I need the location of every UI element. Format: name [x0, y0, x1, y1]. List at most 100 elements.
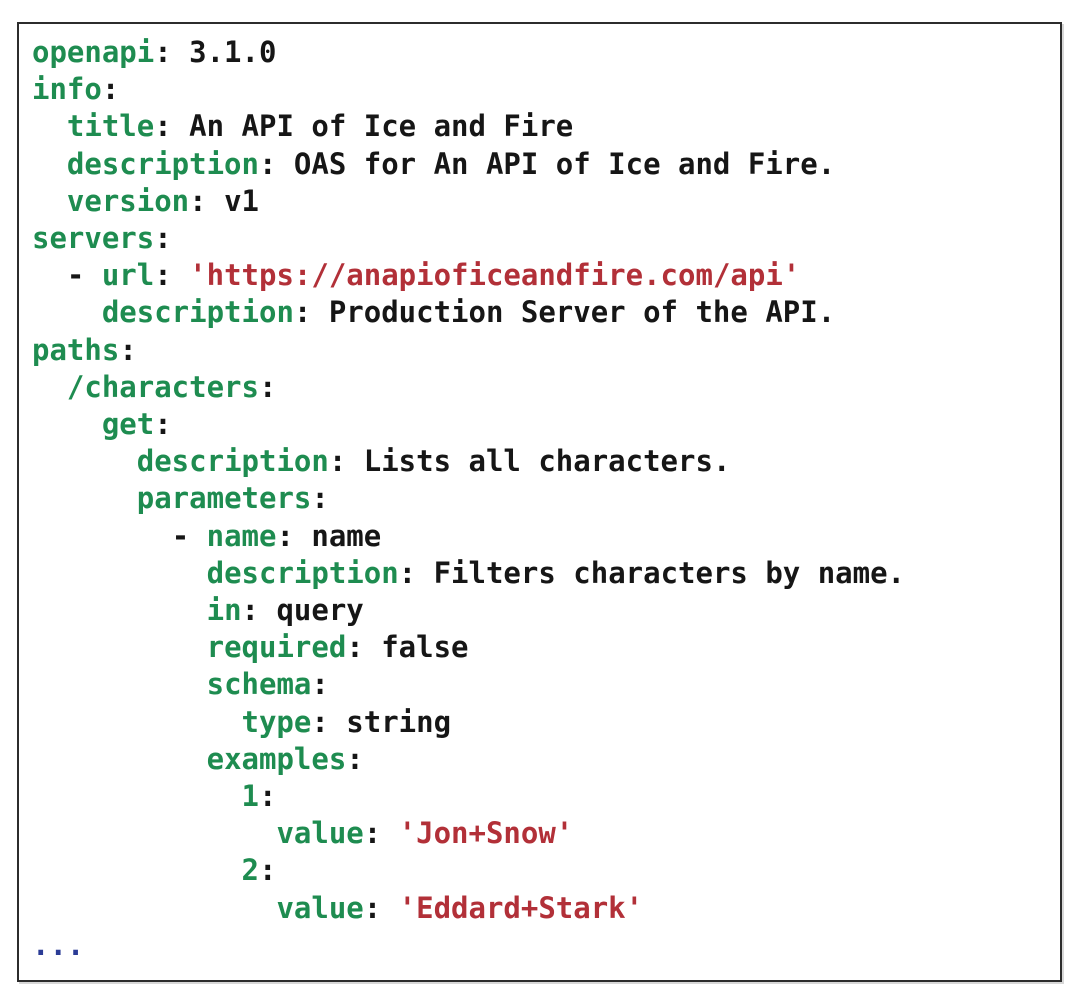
code-line: value: 'Jon+Snow': [32, 815, 1054, 852]
code-line: - url: 'https://anapioficeandfire.com/ap…: [32, 257, 1054, 294]
yaml-key: info: [32, 72, 102, 107]
yaml-value: false: [381, 630, 469, 665]
indent: [32, 891, 276, 925]
code-line: - name: name: [32, 518, 1054, 555]
code-line: description: OAS for An API of Ice and F…: [32, 146, 1054, 183]
yaml-value: string: [346, 704, 452, 739]
yaml-key: required: [206, 630, 347, 665]
yaml-value: An API of Ice and Fire: [189, 109, 574, 144]
yaml-key: title: [66, 109, 155, 144]
code-line: servers:: [32, 220, 1054, 257]
code-line: type: string: [32, 704, 1054, 741]
yaml-string: 'Eddard+Stark': [398, 890, 644, 925]
code-line: description: Lists all characters.: [32, 443, 1054, 480]
yaml-key: description: [136, 444, 329, 479]
yaml-value: Production Server of the API.: [328, 295, 836, 330]
punctuation: :: [363, 890, 399, 925]
indent: [32, 295, 102, 329]
indent: [32, 481, 137, 515]
code-line: ...: [32, 927, 1054, 964]
indent: [32, 407, 102, 441]
yaml-key: paths: [32, 332, 120, 367]
indent: [32, 816, 276, 850]
yaml-key: servers: [32, 221, 155, 256]
punctuation: :: [311, 704, 347, 739]
code-line: paths:: [32, 332, 1054, 369]
punctuation: :: [258, 369, 277, 404]
yaml-key: type: [241, 704, 312, 739]
yaml-key: examples: [206, 741, 347, 776]
punctuation: :: [258, 853, 277, 888]
indent: [32, 370, 67, 404]
punctuation: :: [154, 35, 190, 69]
punctuation: :: [346, 741, 364, 776]
indent: [32, 742, 207, 776]
yaml-key: url: [101, 258, 155, 293]
punctuation: :: [154, 221, 172, 256]
punctuation: :: [241, 593, 277, 628]
indent: [32, 258, 67, 292]
code-line: examples:: [32, 741, 1054, 778]
indent: [32, 667, 207, 701]
punctuation: :: [189, 183, 225, 218]
yaml-value: name: [311, 518, 382, 553]
indent: [32, 556, 207, 590]
punctuation: :: [119, 332, 137, 367]
yaml-string: 'Jon+Snow': [398, 816, 574, 851]
yaml-key: in: [206, 593, 242, 628]
code-line: in: query: [32, 592, 1054, 629]
code-line: /characters:: [32, 369, 1054, 406]
punctuation: :: [346, 630, 382, 665]
punctuation: :: [276, 518, 312, 553]
yaml-key: description: [66, 146, 259, 181]
punctuation: :: [363, 816, 399, 851]
indent: [32, 109, 67, 143]
yaml-key: value: [276, 816, 364, 851]
yaml-value: 3.1.0: [189, 35, 277, 69]
yaml-key: get: [101, 407, 155, 442]
yaml-string: 'https://anapioficeandfire.com/api': [189, 258, 801, 293]
punctuation: :: [258, 146, 294, 181]
punctuation: :: [328, 444, 364, 479]
yaml-key: version: [66, 183, 190, 218]
code-line: version: v1: [32, 183, 1054, 220]
code-line: 1:: [32, 778, 1054, 815]
code-line: description: Production Server of the AP…: [32, 294, 1054, 331]
punctuation: :: [311, 667, 329, 702]
punctuation: :: [154, 407, 172, 442]
indent: [32, 593, 207, 627]
punctuation: -: [66, 258, 102, 293]
yaml-value: Filters characters by name.: [433, 555, 905, 590]
yaml-key: schema: [206, 667, 312, 702]
yaml-value: query: [276, 593, 364, 628]
code-line: 2:: [32, 852, 1054, 889]
yaml-key: parameters: [136, 481, 312, 516]
punctuation: :: [258, 779, 277, 814]
yaml-key: name: [206, 518, 277, 553]
indent: [32, 853, 242, 887]
indent: [32, 519, 172, 553]
code-line: get:: [32, 406, 1054, 443]
yaml-value: Lists all characters.: [363, 444, 731, 479]
punctuation: -: [171, 518, 207, 553]
punctuation: :: [293, 295, 329, 330]
yaml-value: OAS for An API of Ice and Fire.: [293, 146, 836, 181]
yaml-value: v1: [224, 183, 259, 218]
indent: [32, 147, 67, 181]
punctuation: :: [398, 555, 434, 590]
indent: [32, 705, 242, 739]
indent: [32, 779, 242, 813]
yaml-key: /characters: [66, 369, 259, 404]
punctuation: :: [311, 481, 329, 516]
document-end-marker: ...: [32, 927, 85, 962]
yaml-key: value: [276, 890, 364, 925]
code-line: info:: [32, 71, 1054, 108]
code-line: value: 'Eddard+Stark': [32, 890, 1054, 927]
code-line: required: false: [32, 629, 1054, 666]
indent: [32, 444, 137, 478]
punctuation: :: [154, 109, 190, 144]
yaml-key: 1: [241, 779, 259, 814]
